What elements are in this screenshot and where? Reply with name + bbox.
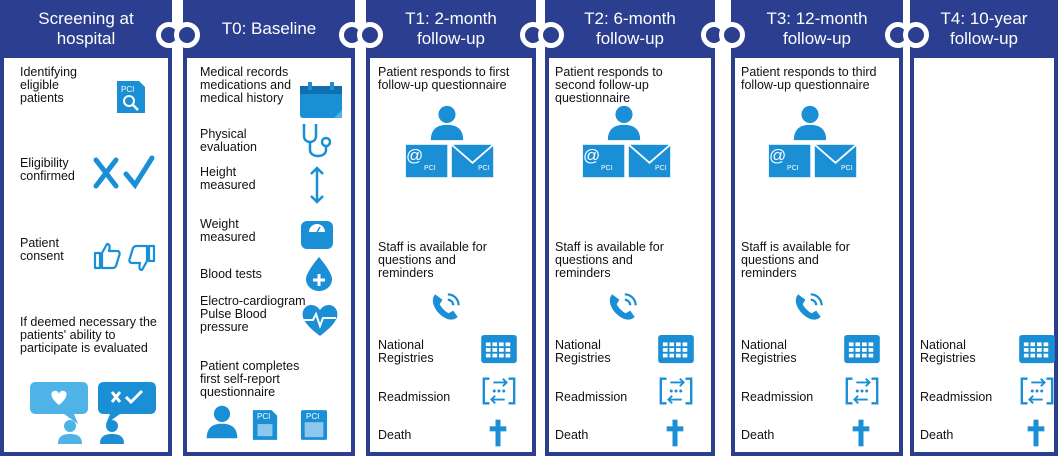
patient-consent-text: Patient consent <box>20 236 64 263</box>
column-body <box>735 58 899 452</box>
column-title: T2: 6-month follow-up <box>584 9 676 48</box>
column-body <box>187 58 351 452</box>
connector-icon <box>538 22 564 48</box>
pci-label: PCI <box>841 165 853 172</box>
plus-drop-icon <box>306 257 332 291</box>
connector-icon <box>357 22 383 48</box>
stethoscope-icon <box>302 124 332 158</box>
ecg-text: Electro-cardiogram Pulse Blood pressure <box>200 294 306 334</box>
cross-death-icon <box>488 418 508 448</box>
eligibility-confirmed-text: Eligibility confirmed <box>20 156 75 183</box>
column-title: T4: 10-year follow-up <box>940 9 1028 48</box>
identifying-eligible-text: Identifying eligible patients <box>20 65 77 105</box>
person-icon <box>204 404 240 440</box>
connector-icon <box>903 22 929 48</box>
medical-records-text: Medical records medications and medical … <box>200 65 292 105</box>
death-text: Death <box>741 428 775 442</box>
registries-text: National Registries <box>920 338 976 365</box>
death-text: Death <box>920 428 954 442</box>
svg-text:PCI: PCI <box>121 85 134 94</box>
heart-pulse-icon <box>302 304 338 336</box>
responds-text: Patient responds to second follow-up que… <box>555 65 663 105</box>
speech-bubbles-icon <box>30 382 156 444</box>
thumbs-down-icon <box>128 244 156 272</box>
registry-grid-icon <box>480 334 518 364</box>
height-measured-text: Height measured <box>200 165 256 192</box>
column-t4: T4: 10-year follow-up <box>910 0 1058 456</box>
staff-available-text: Staff is available for questions and rem… <box>555 240 664 280</box>
column-body <box>914 58 1054 452</box>
column-t1: T1: 2-month follow-up <box>366 0 536 456</box>
ability-evaluated-text: If deemed necessary the patients' abilit… <box>20 315 157 355</box>
vertical-arrow-icon <box>310 166 324 204</box>
staff-available-text: Staff is available for questions and rem… <box>378 240 487 280</box>
at-symbol-icon: @ <box>769 146 787 165</box>
at-symbol-icon: @ <box>406 146 424 165</box>
column-title: T1: 2-month follow-up <box>405 9 497 48</box>
check-icon <box>123 155 155 190</box>
column-body <box>549 58 711 452</box>
cross-death-icon <box>851 418 871 448</box>
scale-icon <box>301 221 333 249</box>
registry-grid-icon <box>843 334 881 364</box>
registries-text: National Registries <box>555 338 611 365</box>
physical-evaluation-text: Physical evaluation <box>200 127 257 154</box>
death-text: Death <box>378 428 412 442</box>
responds-text: Patient responds to third follow-up ques… <box>741 65 877 92</box>
pci-document-icon: PCI <box>251 408 279 442</box>
column-t3: T3: 12-month follow-up <box>731 0 903 456</box>
responds-text: Patient responds to first follow-up ques… <box>378 65 510 92</box>
column-t2: T2: 6-month follow-up <box>545 0 715 456</box>
person-icon <box>605 104 643 142</box>
staff-available-text: Staff is available for questions and rem… <box>741 240 850 280</box>
column-title: T3: 12-month follow-up <box>766 9 868 48</box>
cross-icon <box>93 157 119 189</box>
pci-label: PCI <box>601 165 613 172</box>
self-report-text: Patient completes first self-report ques… <box>200 359 300 399</box>
registries-text: National Registries <box>741 338 797 365</box>
pci-label: PCI <box>787 165 799 172</box>
readmission-icon <box>657 374 695 408</box>
phone-icon <box>428 289 464 325</box>
registries-text: National Registries <box>378 338 434 365</box>
readmission-text: Readmission <box>920 390 993 404</box>
column-body <box>370 58 532 452</box>
cross-death-icon <box>1026 418 1046 448</box>
blood-tests-text: Blood tests <box>200 267 262 281</box>
email-icon: @ PCI PCI <box>400 143 500 179</box>
pci-document-search-icon: PCI <box>117 81 145 113</box>
pci-label: PCI <box>478 165 490 172</box>
cross-death-icon <box>665 418 685 448</box>
registry-grid-icon <box>1018 334 1056 364</box>
weight-measured-text: Weight measured <box>200 217 256 244</box>
pci-label: PCI <box>257 412 271 421</box>
pci-label: PCI <box>424 165 436 172</box>
readmission-text: Readmission <box>555 390 628 404</box>
column-title: T0: Baseline <box>221 19 317 38</box>
email-icon: @ PCI PCI <box>577 143 677 179</box>
calendar-icon <box>300 82 342 118</box>
connector-icon <box>719 22 745 48</box>
readmission-text: Readmission <box>741 390 814 404</box>
pci-document-icon: PCI <box>300 408 328 442</box>
phone-icon <box>605 289 641 325</box>
registry-grid-icon <box>657 334 695 364</box>
at-symbol-icon: @ <box>583 146 601 165</box>
readmission-icon <box>1018 374 1056 408</box>
readmission-icon <box>843 374 881 408</box>
pci-label: PCI <box>306 412 320 421</box>
column-title: Screening at hospital <box>38 9 134 48</box>
pci-label: PCI <box>655 165 667 172</box>
connector-icon <box>174 22 200 48</box>
death-text: Death <box>555 428 589 442</box>
readmission-text: Readmission <box>378 390 451 404</box>
email-icon: @ PCI PCI <box>763 143 863 179</box>
readmission-icon <box>480 374 518 408</box>
thumbs-up-icon <box>93 242 121 270</box>
person-icon <box>428 104 466 142</box>
column-screening: Screening at hospital <box>0 0 172 456</box>
phone-icon <box>791 289 827 325</box>
person-icon <box>791 104 829 142</box>
